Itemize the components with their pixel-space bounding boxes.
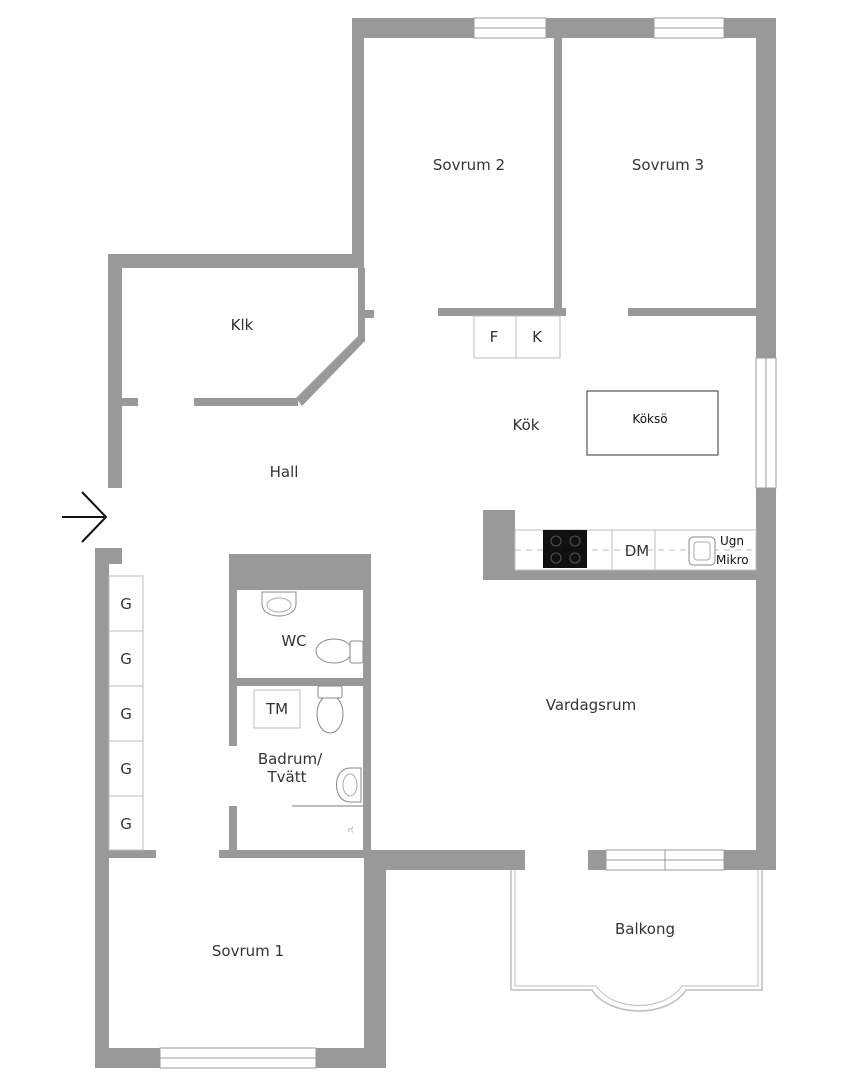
wardrobe-label: G [120,595,132,613]
wardrobes: G G G G G [108,575,144,851]
stove-icon [543,530,587,568]
fridge-label: F [490,328,499,346]
walls [95,18,776,1068]
room-labels: Sovrum 2 Sovrum 3 Klk Kök Hall WC Badrum… [212,156,704,960]
microwave-label: Mikro [716,553,749,567]
kitchen-island: Köksö [586,390,719,456]
freezer-label: K [532,328,543,346]
wardrobe [108,575,144,632]
room-label-klk: Klk [231,316,254,334]
room-label-vardagsrum: Vardagsrum [546,696,637,714]
entrance-arrow-icon [62,491,108,543]
room-label-wc: WC [281,632,306,650]
sink-icon [688,536,716,566]
room-label-badrum: Badrum/ [258,750,323,768]
room-label-sovrum1: Sovrum 1 [212,942,284,960]
room-label-sovrum3: Sovrum 3 [632,156,704,174]
windows [159,17,777,1069]
wardrobe-label: G [120,705,132,723]
dryer-label: TM [265,700,288,718]
wardrobe [108,795,144,851]
dryer [253,689,301,729]
toilet-icon [316,685,344,734]
fridge-freezer: F K [473,315,561,359]
room-label-kok: Kök [513,416,540,434]
wc-fixtures [261,591,364,664]
freezer [515,315,561,359]
wardrobe-label: G [120,650,132,668]
kitchen-counter: DM Ugn Mikro [514,529,757,571]
wardrobe [108,685,144,742]
bathroom-fixtures: TM r( [253,685,363,834]
sink-icon [336,767,362,803]
sink-icon [261,591,297,617]
oven-label: Ugn [720,534,744,548]
fridge [473,315,517,359]
room-label-sovrum2: Sovrum 2 [433,156,505,174]
dishwasher-label: DM [625,542,650,560]
toilet-icon [315,638,364,664]
room-label-tvatt: Tvätt [267,768,307,786]
wardrobe-label: G [120,815,132,833]
wardrobe-label: G [120,760,132,778]
balcony [510,870,763,1012]
room-label-hall: Hall [270,463,299,481]
wardrobe [108,740,144,797]
room-label-balkong: Balkong [615,920,675,938]
wardrobe [108,630,144,687]
svg-text:r(: r( [348,826,354,834]
island-label: Köksö [632,412,667,426]
